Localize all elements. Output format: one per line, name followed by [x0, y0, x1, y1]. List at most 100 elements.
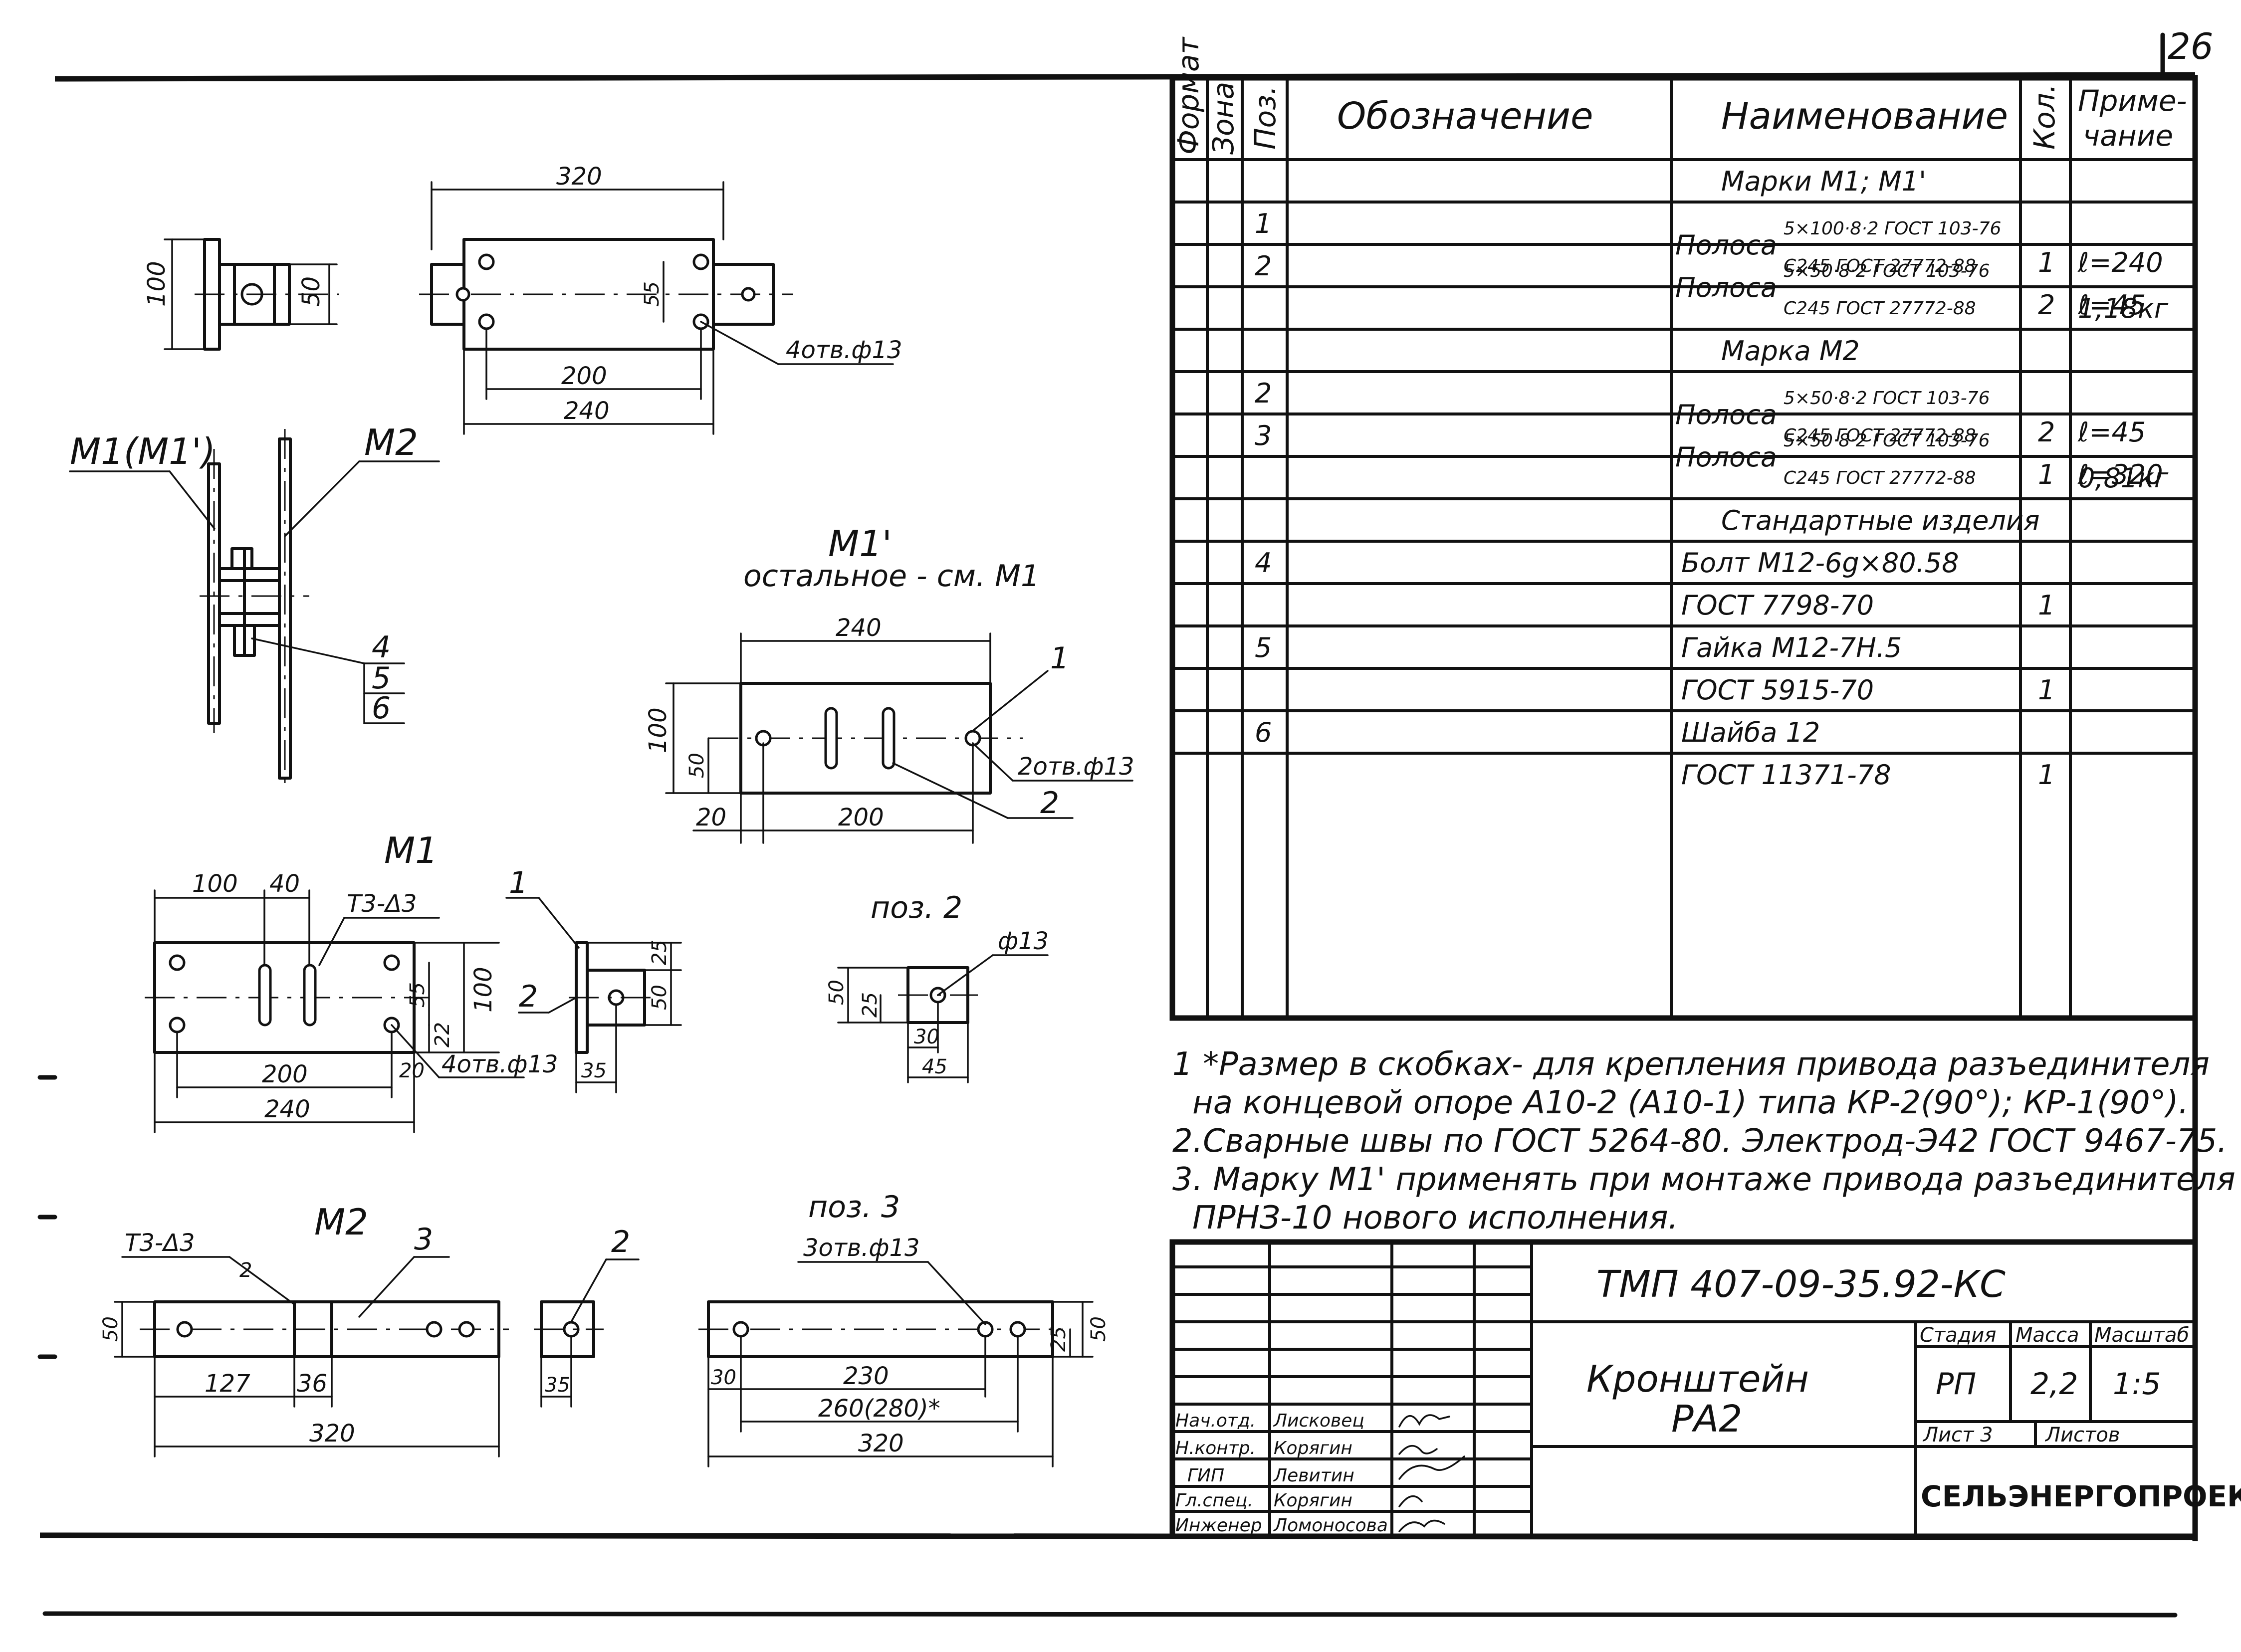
- weld-symbol: Т3-Δ3: [125, 1229, 195, 1257]
- dimension-240: 240: [836, 614, 882, 642]
- spec-name: ГОСТ 11371-78: [1681, 759, 1891, 791]
- assembly-side-view: М1(М1') М2 4 5 6: [69, 421, 440, 788]
- header-note-2: чание: [2083, 119, 2173, 153]
- hole: [176, 1321, 193, 1338]
- spec-qty: 2: [2038, 289, 2055, 321]
- hole: [478, 313, 495, 330]
- dimension-127: 127: [205, 1370, 250, 1398]
- dimension-25: 25: [859, 992, 882, 1018]
- mark-m1-label: М1(М1'): [70, 430, 216, 472]
- dimension-50: 50: [685, 753, 708, 778]
- item-3-callout: 3: [414, 1222, 433, 1257]
- dimension-50: 50: [297, 276, 325, 307]
- hole: [741, 287, 756, 302]
- scale-value: 1:5: [2113, 1367, 2161, 1402]
- signature-mark: [1398, 1445, 1438, 1455]
- position-2-title: поз. 2: [871, 890, 962, 925]
- dimension-22: 22: [431, 1022, 454, 1047]
- spec-pos: 4: [1255, 547, 1272, 579]
- dimension-50: 50: [825, 980, 848, 1005]
- person-name: Корягин: [1274, 1438, 1352, 1458]
- header-designation: Обозначение: [1337, 95, 1593, 138]
- spec-name-top: 5×100·8·2 ГОСТ 103-76: [1784, 218, 2001, 239]
- mass-value: 2,2: [2030, 1367, 2078, 1402]
- spec-section-heading: Марка М2: [1721, 335, 1860, 367]
- note-line: 2.Сварные швы по ГОСТ 5264-80. Электрод-…: [1172, 1123, 2228, 1160]
- spec-name-bottom: С245 ГОСТ 27772-88: [1784, 256, 1976, 276]
- hole: [1009, 1321, 1026, 1338]
- spec-note: ℓ=45: [2077, 289, 2146, 321]
- note-line: 1 *Размер в скобках- для крепления приво…: [1172, 1046, 2210, 1083]
- spec-note: ℓ=240: [2077, 247, 2163, 278]
- role-label: Гл.спец.: [1175, 1490, 1253, 1511]
- role-label: Н.контр.: [1175, 1438, 1256, 1458]
- side-view-small: 100 50: [143, 238, 339, 351]
- signature-mark: [1398, 1519, 1445, 1532]
- product-name: Кронштейн: [1586, 1358, 1809, 1401]
- item-2-callout: 2: [1040, 786, 1059, 821]
- sheet-label: Лист 3: [1922, 1424, 1993, 1446]
- spec-name-top: 5×50·8·2 ГОСТ 103-76: [1784, 261, 1990, 281]
- dimension-50: 50: [648, 985, 671, 1010]
- hole: [169, 954, 186, 971]
- dimension-35: 35: [545, 1374, 570, 1397]
- slot: [258, 964, 272, 1027]
- spec-name: Полоса: [1675, 272, 1777, 303]
- specification-table: Формат Зона Поз. Обозначение Наименовани…: [1169, 36, 2198, 1021]
- spec-name-top: 5×50·8·2 ГОСТ 103-76: [1784, 388, 1990, 409]
- position-3-title: поз. 3: [808, 1190, 900, 1225]
- dimension-240: 240: [264, 1095, 310, 1123]
- dimension-200: 200: [838, 804, 884, 831]
- dimension-25: 25: [648, 940, 671, 965]
- position-3-view: поз. 3 3отв.ф13 25 50 30 230 260(280)* 3…: [698, 1190, 1110, 1467]
- header-zone: Зона: [1206, 82, 1240, 155]
- header-note-1: Приме-: [2078, 84, 2187, 118]
- spec-name: Полоса: [1675, 399, 1777, 430]
- hole: [478, 253, 495, 270]
- dimension-36: 36: [297, 1370, 327, 1398]
- spec-qty: 1: [2038, 590, 2055, 621]
- mark-m1prime-subtitle: остальное - см. М1: [743, 559, 1040, 594]
- spec-qty: 1: [2038, 459, 2055, 490]
- sheets-label: Листов: [2044, 1424, 2120, 1446]
- spec-pos: 2: [1255, 250, 1272, 282]
- mark-m1prime-view: М1' остальное - см. М1 240 100 50 20 200…: [644, 523, 1134, 844]
- spec-name-bottom: С245 ГОСТ 27772-88: [1784, 468, 1976, 488]
- role-label: Нач.отд.: [1175, 1411, 1256, 1431]
- note-line: ПРНЗ-10 нового исполнения.: [1192, 1200, 1678, 1237]
- spec-name: Полоса: [1675, 229, 1777, 261]
- dimension-260-280: 260(280)*: [818, 1395, 940, 1423]
- spec-name-bottom: С245 ГОСТ 27772-88: [1784, 298, 1976, 319]
- dimension-240: 240: [564, 397, 610, 425]
- spec-qty: 2: [2038, 416, 2055, 448]
- dimension-100: 100: [143, 261, 171, 307]
- sheet-number: 26: [2168, 25, 2214, 67]
- header-qty: Кол.: [2027, 84, 2061, 150]
- spec-section-heading: Стандартные изделия: [1721, 505, 2040, 536]
- item-2-callout: 2: [519, 979, 538, 1014]
- spec-pos: 2: [1255, 378, 1272, 409]
- hole-callout: ф13: [998, 927, 1049, 955]
- hole: [383, 954, 400, 971]
- organization-name: СЕЛЬЭНЕРГОПРОЕКТ: [1921, 1479, 2241, 1513]
- note-line: 3. Марку М1' применять при монтаже приво…: [1172, 1161, 2236, 1198]
- spec-name-top: 5×50·8·2 ГОСТ 103-76: [1784, 430, 1990, 451]
- item-4-callout: 4: [372, 630, 391, 665]
- spec-name: Шайба 12: [1681, 717, 1820, 748]
- mark-m2-title: М2: [314, 1201, 368, 1243]
- dimension-20: 20: [399, 1059, 425, 1082]
- position-2-view: поз. 2 ф13 50 25 30 45: [825, 890, 1049, 1083]
- spec-note: 1,18кг: [2078, 293, 2169, 324]
- dimension-30: 30: [711, 1366, 736, 1389]
- hole: [169, 1017, 186, 1033]
- person-name: Ломоносова: [1273, 1515, 1388, 1536]
- signature-mark: [1398, 1414, 1450, 1428]
- mark-m1-title: М1: [384, 829, 438, 871]
- spec-section-heading: Марки М1; М1': [1721, 166, 1926, 197]
- spec-note: 0,81кг: [2078, 462, 2169, 494]
- hole: [455, 287, 470, 302]
- spec-name-bottom: С245 ГОСТ 27772-88: [1784, 425, 1976, 446]
- dimension-20: 20: [696, 804, 726, 831]
- item-2-callout: 2: [611, 1225, 630, 1259]
